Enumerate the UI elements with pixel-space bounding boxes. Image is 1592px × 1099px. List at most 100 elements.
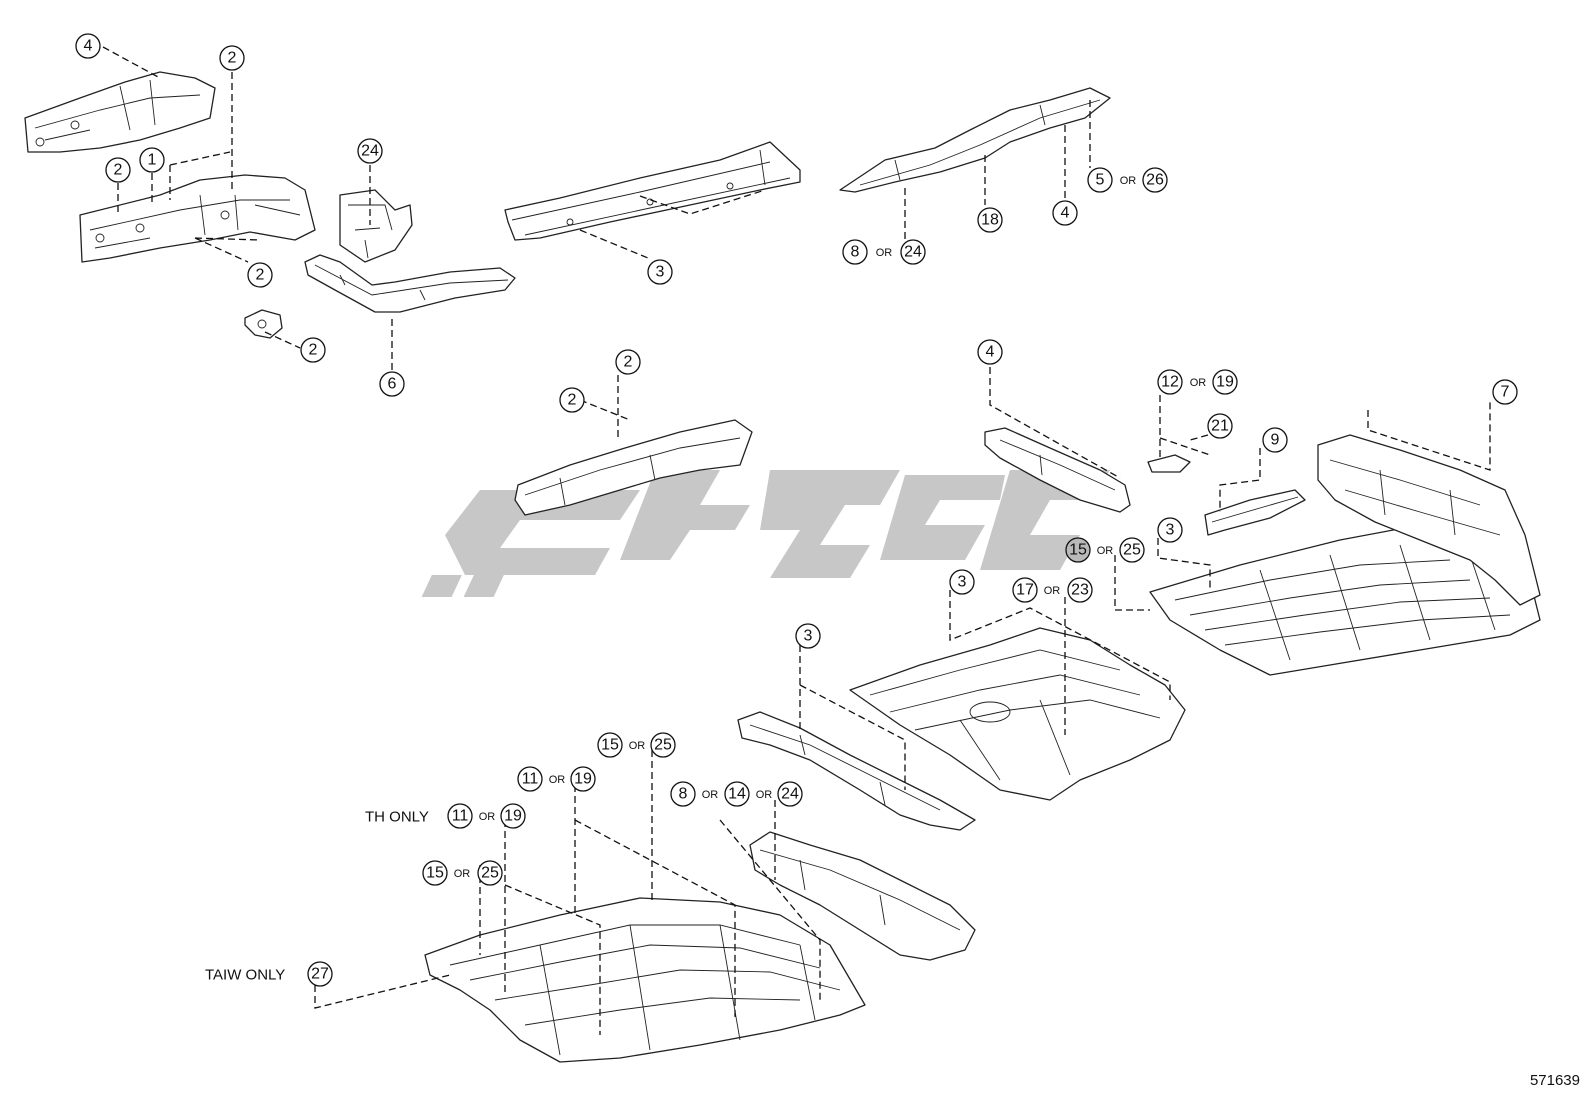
floor-side-member-front[interactable] (304, 254, 516, 313)
callout-21[interactable]: 21 (1207, 413, 1233, 439)
callout-2-left[interactable]: 2 (105, 157, 131, 183)
callout-12[interactable]: 12 (1157, 369, 1183, 395)
rear-crossmember-small[interactable] (1204, 489, 1306, 536)
callout-27[interactable]: 27 (307, 961, 333, 987)
svg-text:24: 24 (904, 244, 922, 261)
callout-8[interactable]: 8 (842, 239, 868, 265)
callout-19-a[interactable]: 19 (1212, 369, 1238, 395)
svg-text:26: 26 (1146, 172, 1164, 189)
rear-suspension-bracket[interactable] (339, 189, 413, 263)
callout-14[interactable]: 14 (724, 781, 750, 807)
svg-text:11: 11 (522, 771, 539, 788)
floor-side-member-mid[interactable] (514, 419, 753, 516)
center-floor-pan[interactable] (849, 627, 1186, 801)
svg-text:3: 3 (804, 628, 813, 645)
svg-text:3: 3 (1166, 522, 1175, 539)
callout-25-a[interactable]: 25 (1119, 537, 1145, 563)
rear-floor-pan[interactable] (1149, 524, 1541, 676)
svg-text:15: 15 (1069, 542, 1087, 559)
brand-watermark (421, 470, 1110, 597)
taiw-only-note: TAIW ONLY (205, 967, 285, 984)
svg-text:19: 19 (574, 771, 592, 788)
or-label: OR (1190, 377, 1207, 389)
rocker-panel-rail[interactable] (504, 141, 801, 241)
callout-3-c[interactable]: 3 (949, 569, 975, 595)
svg-text:3: 3 (958, 574, 967, 591)
callout-3-b[interactable]: 3 (1157, 517, 1183, 543)
callout-25-c[interactable]: 25 (477, 860, 503, 886)
callout-7[interactable]: 7 (1492, 379, 1518, 405)
svg-text:5: 5 (1096, 172, 1105, 189)
svg-text:3: 3 (656, 264, 665, 281)
callout-5[interactable]: 5 (1087, 167, 1113, 193)
or-label: OR (702, 789, 719, 801)
callout-25-b[interactable]: 25 (650, 732, 676, 758)
callout-19-c[interactable]: 19 (500, 803, 526, 829)
callout-15-a[interactable]: 15 (1065, 537, 1091, 563)
callout-11-a[interactable]: 11 (517, 766, 543, 792)
svg-text:15: 15 (426, 865, 444, 882)
callout-2-c[interactable]: 2 (615, 349, 641, 375)
callout-24-c[interactable]: 24 (777, 781, 803, 807)
callout-8-b[interactable]: 8 (670, 781, 696, 807)
svg-text:7: 7 (1501, 384, 1510, 401)
callout-2-bracket[interactable]: 2 (300, 337, 326, 363)
callout-24-b[interactable]: 24 (900, 239, 926, 265)
svg-text:2: 2 (624, 354, 633, 371)
callout-24-bracket[interactable]: 24 (357, 138, 383, 164)
callout-1[interactable]: 1 (139, 147, 165, 173)
svg-text:9: 9 (1271, 432, 1280, 449)
callout-23[interactable]: 23 (1067, 577, 1093, 603)
callout-4-c[interactable]: 4 (977, 339, 1003, 365)
center-floor-tunnel-member[interactable] (737, 711, 976, 831)
callout-15-c[interactable]: 15 (422, 860, 448, 886)
front-floor-pan[interactable] (424, 897, 866, 1063)
or-label: OR (1044, 585, 1061, 597)
small-reinforcement[interactable] (1147, 454, 1191, 473)
svg-text:17: 17 (1016, 582, 1034, 599)
rear-floor-crossmember-upper[interactable] (1317, 434, 1541, 606)
svg-text:8: 8 (679, 786, 688, 803)
svg-text:4: 4 (1061, 205, 1070, 222)
callout-19-b[interactable]: 19 (570, 766, 596, 792)
callout-17[interactable]: 17 (1012, 577, 1038, 603)
callout-4-b[interactable]: 4 (1052, 200, 1078, 226)
rear-floor-side-member[interactable] (839, 87, 1111, 193)
callout-26[interactable]: 26 (1142, 167, 1168, 193)
or-label: OR (479, 811, 496, 823)
callout-2-top[interactable]: 2 (219, 45, 245, 71)
or-label: OR (549, 774, 566, 786)
floor-crossmember-rear[interactable] (984, 427, 1131, 513)
front-floor-tunnel-member[interactable] (749, 831, 976, 961)
or-label: OR (454, 868, 471, 880)
svg-text:2: 2 (114, 162, 123, 179)
svg-text:11: 11 (452, 808, 469, 825)
front-side-member-upper[interactable] (24, 71, 216, 153)
callout-4-top[interactable]: 4 (75, 33, 101, 59)
front-side-member-assembly[interactable] (79, 174, 316, 263)
svg-text:18: 18 (981, 212, 999, 229)
callout-15-b[interactable]: 15 (597, 732, 623, 758)
callout-3-rail[interactable]: 3 (647, 259, 673, 285)
or-label: OR (756, 789, 773, 801)
small-gusset-bracket[interactable] (244, 309, 283, 339)
svg-text:25: 25 (1123, 542, 1141, 559)
svg-text:21: 21 (1211, 418, 1229, 435)
callout-18[interactable]: 18 (977, 207, 1003, 233)
callout-3-d[interactable]: 3 (795, 623, 821, 649)
callout-2-mid[interactable]: 2 (247, 262, 273, 288)
svg-text:24: 24 (781, 786, 799, 803)
or-label: OR (876, 247, 893, 259)
callout-2-d[interactable]: 2 (559, 387, 585, 413)
svg-text:2: 2 (568, 392, 577, 409)
svg-text:25: 25 (481, 865, 499, 882)
svg-text:27: 27 (311, 966, 329, 983)
callout-9[interactable]: 9 (1262, 427, 1288, 453)
svg-text:19: 19 (1216, 374, 1234, 391)
svg-text:19: 19 (504, 808, 522, 825)
callout-11-b[interactable]: 11 (447, 803, 473, 829)
svg-text:2: 2 (309, 342, 318, 359)
th-only-note: TH ONLY (365, 809, 429, 826)
callout-6[interactable]: 6 (379, 371, 405, 397)
svg-text:25: 25 (654, 737, 672, 754)
